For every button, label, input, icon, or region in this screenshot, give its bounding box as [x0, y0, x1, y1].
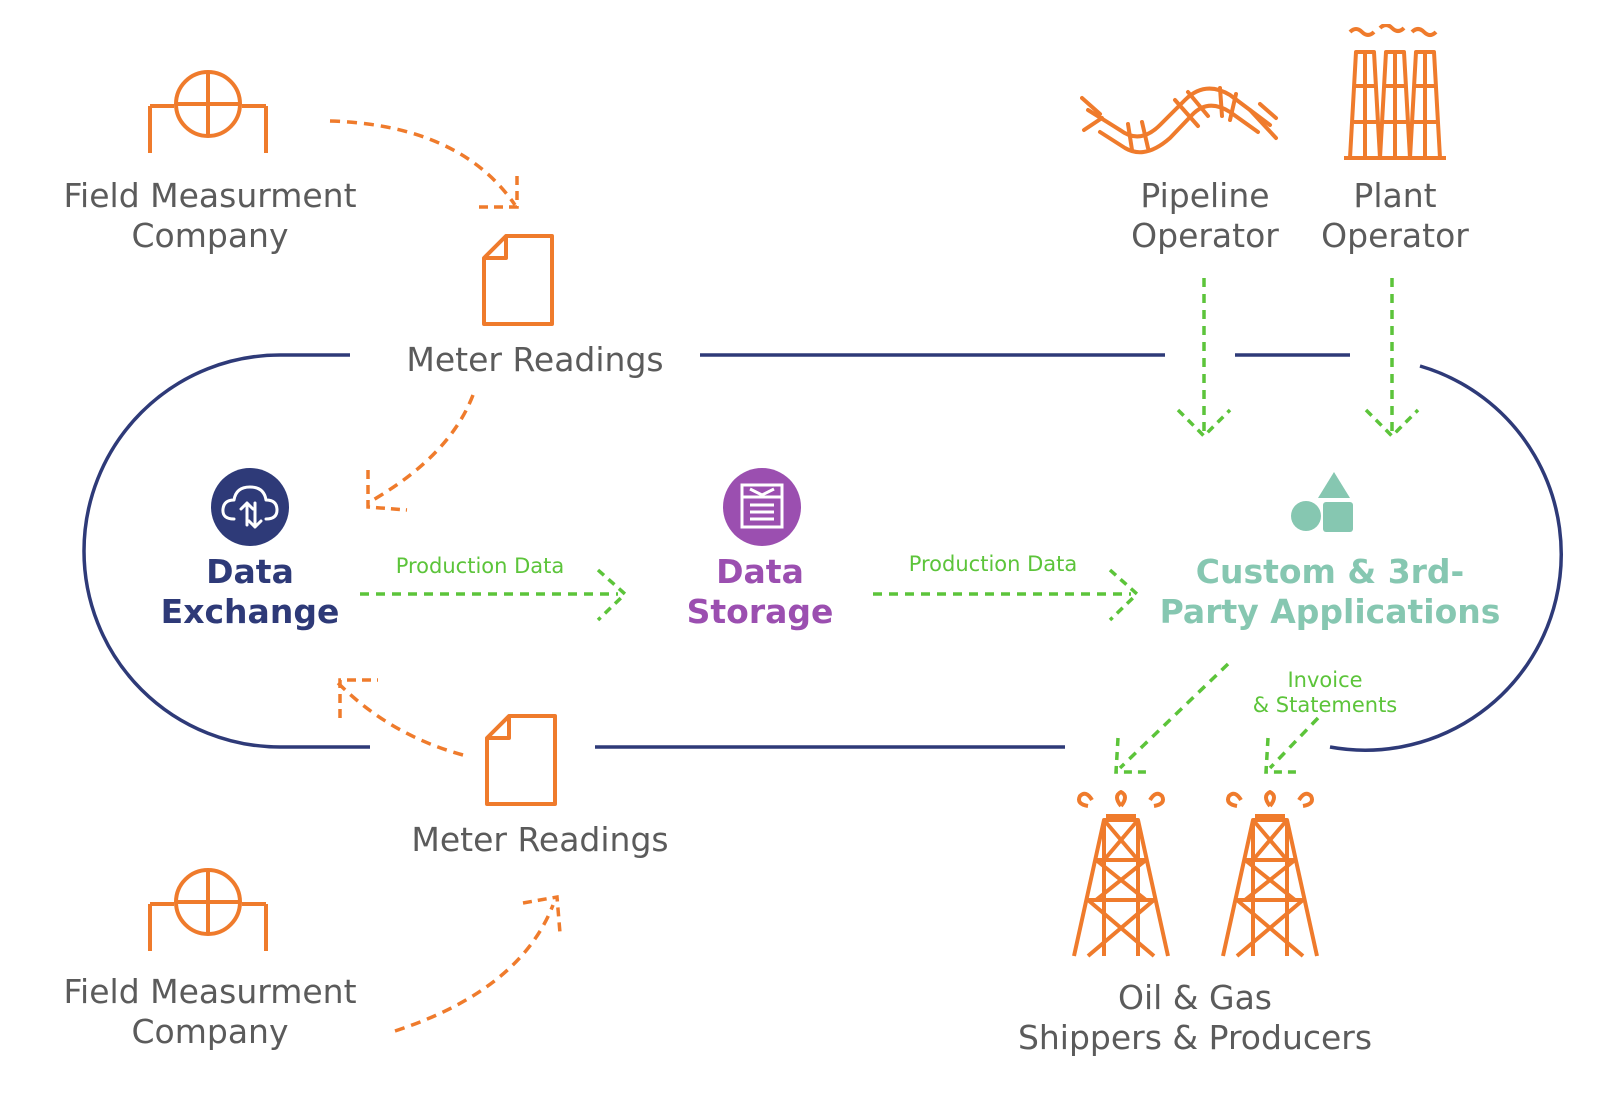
- meter-valve-icon: [148, 868, 268, 951]
- plant-operator-label: Plant Operator: [1321, 176, 1469, 255]
- arrow-apps-to-shipper-left: [1118, 662, 1230, 770]
- arrow-field-to-meter-top: [329, 119, 517, 206]
- production-arrows: [360, 278, 1394, 770]
- pipeline-operator-label: Pipeline Operator: [1131, 176, 1279, 255]
- shippers-producers-label: Oil & Gas Shippers & Producers: [1017, 978, 1373, 1057]
- arrow-meter-to-exchange: [372, 394, 475, 502]
- meter-arrows: [329, 119, 555, 1033]
- plant-icon: [1344, 24, 1446, 160]
- data-exchange-label: Data Exchange: [160, 552, 340, 631]
- production-data-label-1: Production Data: [395, 554, 565, 578]
- oil-derrick-icon: [1221, 790, 1319, 958]
- field-measurement-bottom-label: Field Measurment Company: [63, 972, 357, 1051]
- database-icon: [723, 468, 801, 546]
- document-icon: [485, 714, 557, 806]
- invoice-statements-label: Invoice & Statements: [1252, 668, 1398, 718]
- oil-derrick-icon: [1072, 790, 1170, 958]
- arrow-field-to-meter-bottom: [394, 904, 555, 1033]
- field-measurement-top-label: Field Measurment Company: [63, 176, 357, 255]
- data-storage-label: Data Storage: [686, 552, 834, 631]
- custom-applications-label: Custom & 3rd- Party Applications: [1159, 552, 1501, 631]
- pipeline-icon: [1080, 86, 1278, 155]
- loop-right-arc: [1329, 364, 1563, 752]
- production-data-label-2: Production Data: [908, 552, 1078, 576]
- document-icon: [482, 234, 554, 326]
- loop-left-arc: [82, 353, 370, 749]
- cloud-sync-icon: [211, 468, 289, 546]
- shapes-icon: [1291, 472, 1353, 532]
- process-loop: [82, 353, 1563, 752]
- meter-readings-bottom-label: Meter Readings: [411, 820, 669, 859]
- meter-readings-top-label: Meter Readings: [406, 340, 664, 379]
- arrow-apps-to-shipper-right: [1268, 716, 1320, 770]
- meter-valve-icon: [148, 70, 268, 153]
- arrow-meter-to-exchange-lower: [336, 681, 464, 757]
